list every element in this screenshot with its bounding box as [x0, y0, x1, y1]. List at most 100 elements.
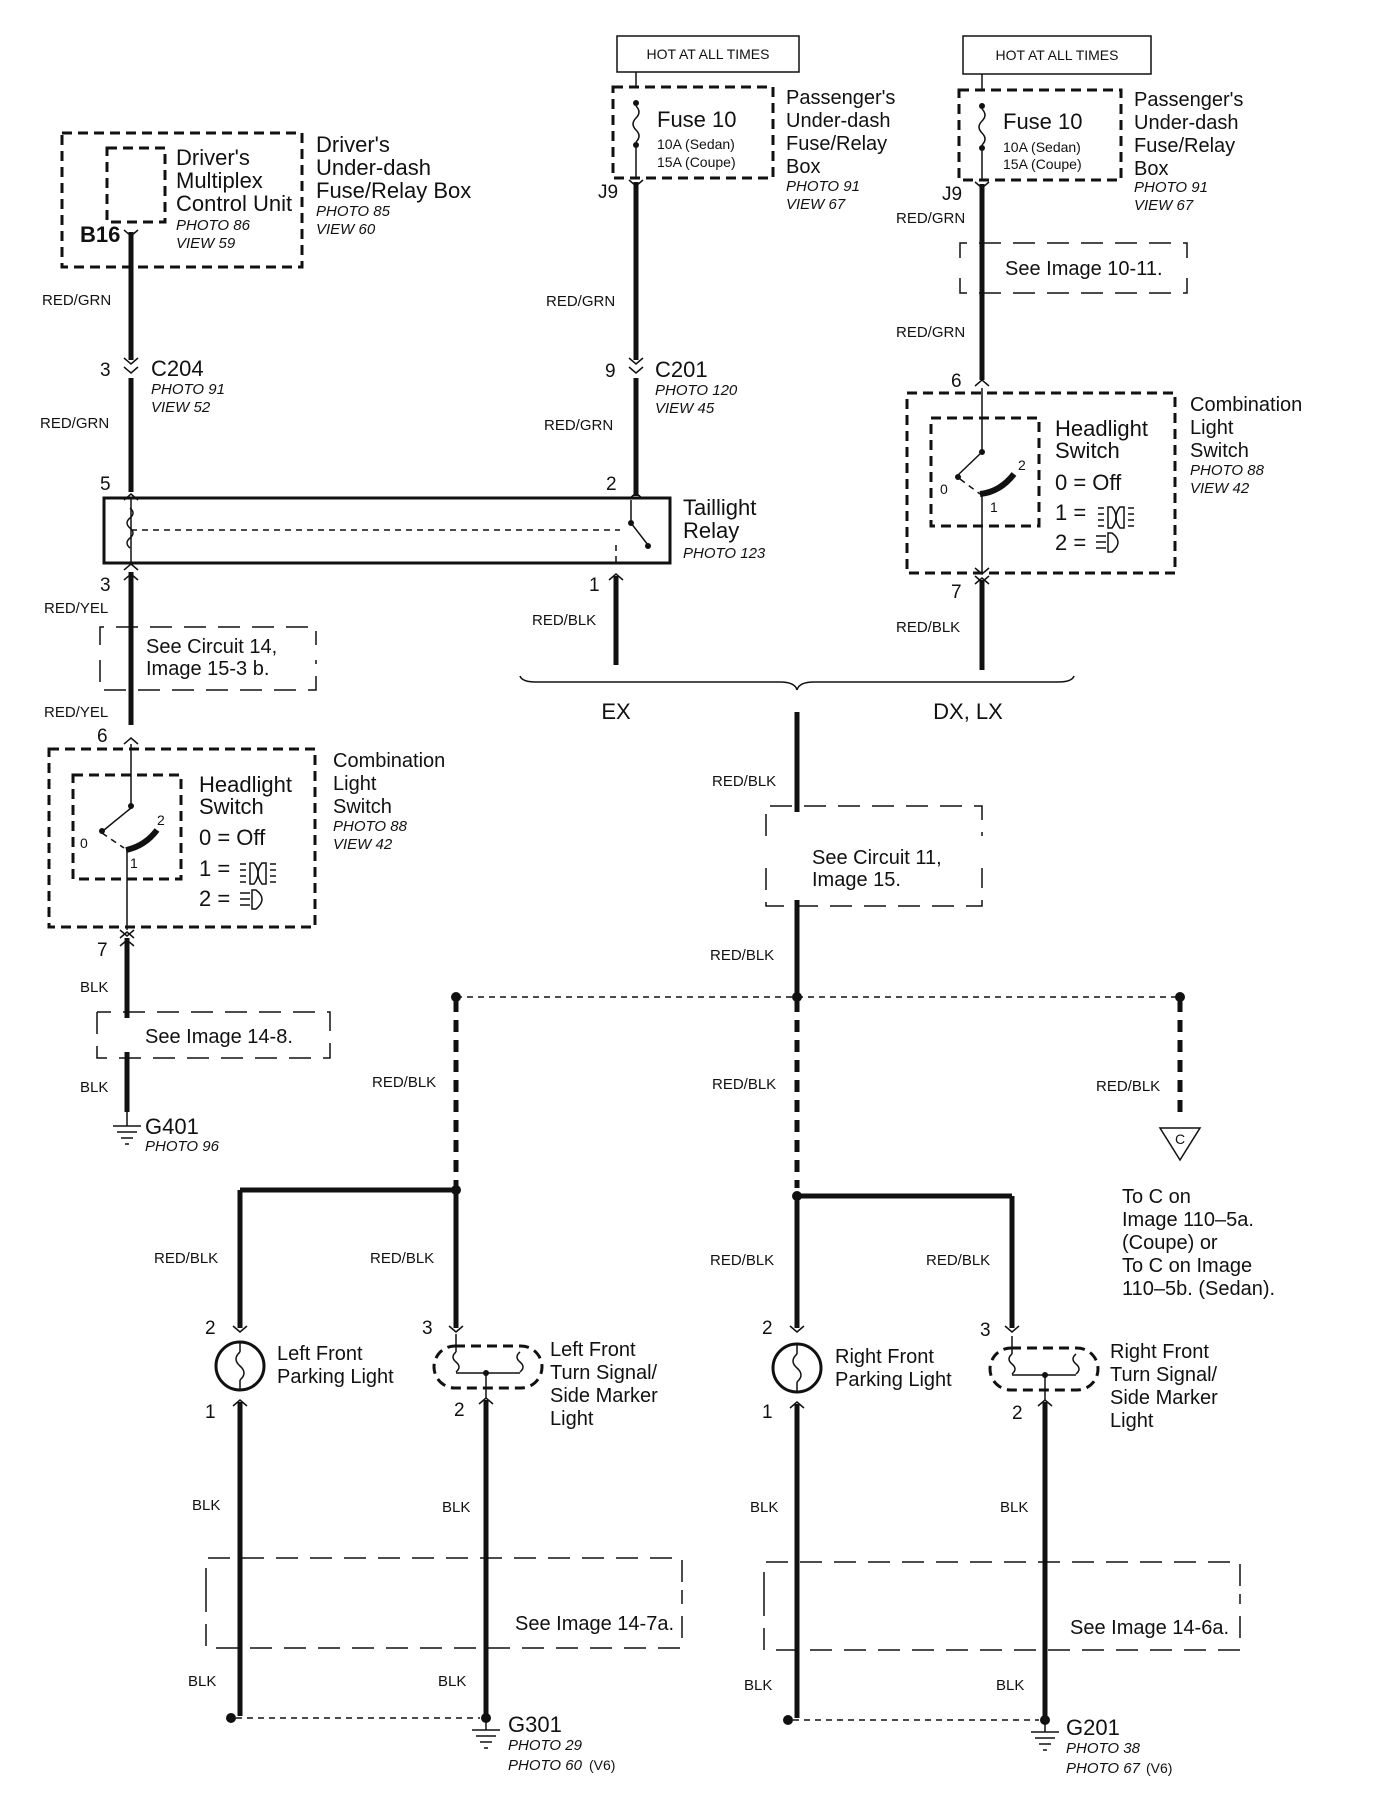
pin-b16: B16	[80, 222, 120, 247]
rf-park-pin-2: 2	[762, 1318, 773, 1339]
text-line: Box	[786, 156, 820, 178]
c204-pin: 3	[100, 360, 111, 381]
wire-label-red-grn-3: RED/GRN	[546, 293, 615, 310]
text-line: Fuse/Relay Box	[316, 178, 471, 203]
multiplex-unit-photo: PHOTO 86	[176, 217, 251, 234]
right-fuse-box-photo: PHOTO 91	[1134, 179, 1208, 196]
middle-wire	[608, 179, 644, 665]
c201-photo: PHOTO 120	[655, 382, 738, 399]
model-split-brace: EX DX, LX	[519, 675, 1075, 724]
see-image-10-11-note: See Image 10-11.	[959, 242, 1188, 294]
c204-name: C204	[151, 356, 204, 381]
left-switch-p0: 0	[80, 835, 88, 851]
wire-label-red-grn-r1: RED/GRN	[896, 210, 965, 227]
text-line: See Circuit 11,	[812, 847, 942, 869]
see-image-14-6a-note: See Image 14-6a.	[763, 1561, 1241, 1651]
split-dx-lx: DX, LX	[933, 699, 1003, 724]
rf-turn-pin-3: 3	[980, 1320, 991, 1341]
left-comb-switch-view: VIEW 42	[333, 836, 393, 853]
headlight-icon	[240, 889, 263, 910]
middle-fuse-pin-j9: J9	[598, 182, 618, 203]
g201-photo: PHOTO 38	[1066, 1740, 1141, 1757]
lf-turn-pin-3: 3	[422, 1318, 433, 1339]
lf-turn-pin-2: 2	[454, 1400, 465, 1421]
relay-pin-3: 3	[100, 575, 111, 596]
hot-label-right: HOT AT ALL TIMES	[962, 35, 1152, 75]
right-switch-pin-7: 7	[951, 582, 962, 603]
c201-name: C201	[655, 357, 708, 382]
right-fuse-box: Fuse 10 10A (Sedan) 15A (Coupe) Passenge…	[942, 88, 1243, 214]
left-switch-off: 0 = Off	[199, 825, 266, 850]
right-branch-wires	[789, 1193, 1053, 1718]
wire-label-blk-l2: BLK	[442, 1499, 470, 1516]
right-fuse-pin-j9: J9	[942, 184, 962, 205]
wire-label-blk-r1: BLK	[750, 1499, 778, 1516]
c201-view: VIEW 45	[655, 400, 715, 417]
hot-label-middle-text: HOT AT ALL TIMES	[647, 46, 770, 62]
middle-fuse-box: Fuse 10 10A (Sedan) 15A (Coupe) Passenge…	[598, 85, 895, 213]
wire-label-red-blk-c2: RED/BLK	[710, 947, 774, 964]
text-line: Control Unit	[176, 191, 292, 216]
text-line: Switch	[1055, 438, 1120, 463]
text-line: Combination	[1190, 394, 1302, 416]
g201-name: G201	[1066, 1715, 1120, 1740]
wire-label-blk-2: BLK	[80, 1079, 108, 1096]
wire-label-red-yel-1: RED/YEL	[44, 600, 108, 617]
text-line: Turn Signal/	[1110, 1364, 1218, 1386]
right-comb-switch-view: VIEW 42	[1190, 480, 1250, 497]
text-line: Driver's	[316, 132, 390, 157]
right-switch-p2: 2	[1018, 457, 1026, 473]
drivers-box-photo: PHOTO 85	[316, 203, 391, 220]
c204-photo: PHOTO 91	[151, 381, 225, 398]
see-circuit-14-note: See Circuit 14,Image 15-3 b.	[99, 626, 317, 691]
text-line: Light	[1190, 417, 1234, 439]
wire-label-blk-r4: BLK	[996, 1677, 1024, 1694]
text-line: Left Front	[277, 1343, 363, 1365]
text-line: Driver's	[176, 145, 250, 170]
left-switch-p1: 1	[130, 855, 138, 871]
g301-ground: G301 PHOTO 29 PHOTO 60 (V6)	[226, 1712, 615, 1774]
g401-name: G401	[145, 1114, 199, 1139]
c204-view: VIEW 52	[151, 399, 211, 416]
text-line: Box	[1134, 158, 1168, 180]
left-switch-pin-7: 7	[97, 940, 108, 961]
text-line: Light	[550, 1408, 594, 1430]
wire-label-blk-r3: BLK	[744, 1677, 772, 1694]
see-image-14-8-note: See Image 14-8.	[96, 1011, 331, 1059]
left-switch-p2: 2	[157, 812, 165, 828]
relay-pin-2: 2	[606, 474, 617, 495]
text-line: Turn Signal/	[550, 1362, 658, 1384]
text-line: Right Front	[1110, 1341, 1209, 1363]
right-switch-p0: 0	[940, 481, 948, 497]
text-line: Left Front	[550, 1339, 636, 1361]
text-line: Passenger's	[1134, 89, 1243, 111]
text-line: Image 15.	[812, 869, 901, 891]
right-wire	[974, 181, 990, 670]
wire-label-red-blk-c1: RED/BLK	[712, 773, 776, 790]
wire-label-red-blk-c3: RED/BLK	[712, 1076, 776, 1093]
wire-label-red-blk-l3: RED/BLK	[370, 1250, 434, 1267]
hot-label-right-text: HOT AT ALL TIMES	[996, 47, 1119, 63]
text-line: Switch	[1190, 440, 1249, 462]
lf-park-pin-2: 2	[205, 1318, 216, 1339]
see-image-10-11-text: See Image 10-11.	[1005, 258, 1163, 280]
text-line: Side Marker	[550, 1385, 658, 1407]
lf-park-pin-1: 1	[205, 1402, 216, 1423]
left-comb-switch-photo: PHOTO 88	[333, 818, 408, 835]
left-main-wire	[119, 229, 139, 1112]
text-line: To C on	[1122, 1186, 1191, 1208]
relay-photo: PHOTO 123	[683, 545, 766, 562]
text-line: Fuse/Relay	[1134, 135, 1235, 157]
text-line: Light	[333, 773, 377, 795]
